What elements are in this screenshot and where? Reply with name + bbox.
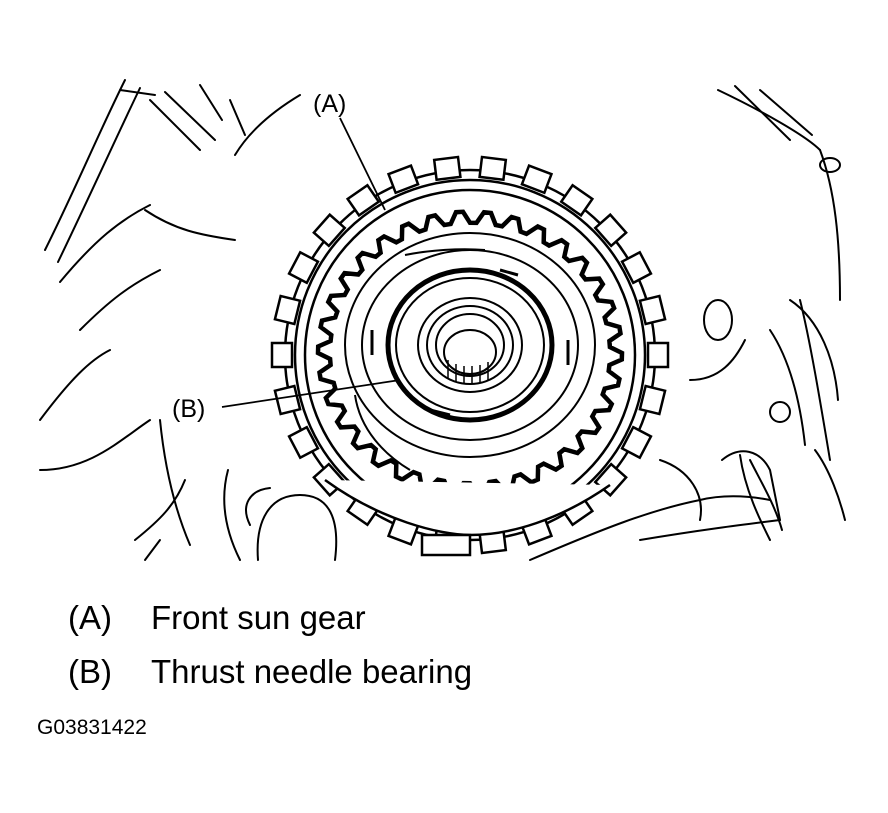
legend-row-b: (B) Thrust needle bearing [68, 652, 472, 706]
drum-tab [312, 212, 347, 248]
legend-row-a: (A) Front sun gear [68, 598, 472, 652]
callout-a: (A) [313, 90, 346, 118]
drum-tab [287, 250, 320, 285]
drum-tab [432, 155, 462, 182]
legend-label-a: Front sun gear [151, 599, 366, 636]
drum-tab [620, 425, 653, 460]
drum-tab [386, 163, 420, 195]
drum-tab [593, 212, 628, 248]
leader-lines [221, 117, 401, 408]
callout-b: (B) [172, 395, 205, 423]
legend-key-a: (A) [68, 599, 112, 636]
transmission-illustration: (A) (B) [39, 79, 846, 561]
drum-tabs [270, 155, 670, 555]
clutch-drum [270, 155, 670, 555]
drum-tab [273, 294, 302, 326]
drum-tab [638, 384, 667, 416]
legend: (A) Front sun gear (B) Thrust needle bea… [68, 598, 472, 706]
drum-tab [273, 384, 302, 416]
drum-tab [287, 425, 320, 460]
drum-tab [478, 155, 508, 182]
drum-tab [345, 183, 381, 218]
leader-line-b [221, 379, 401, 408]
thrust-needle-bearing [370, 248, 570, 423]
drum-tab [638, 294, 667, 326]
drum-bottom-tab [324, 478, 611, 557]
figure-id: G03831422 [37, 716, 147, 739]
sun-gear-teeth [315, 209, 625, 497]
drum-tab [620, 250, 653, 285]
legend-key-b: (B) [68, 653, 112, 690]
drum-tab [270, 341, 294, 369]
drum-tab [520, 163, 554, 195]
legend-label-b: Thrust needle bearing [151, 653, 473, 690]
drum-tab [646, 341, 670, 369]
leader-line-a [339, 117, 386, 211]
drum-tab [559, 183, 595, 218]
transmission-housing [39, 79, 846, 561]
front-sun-gear [315, 209, 625, 497]
